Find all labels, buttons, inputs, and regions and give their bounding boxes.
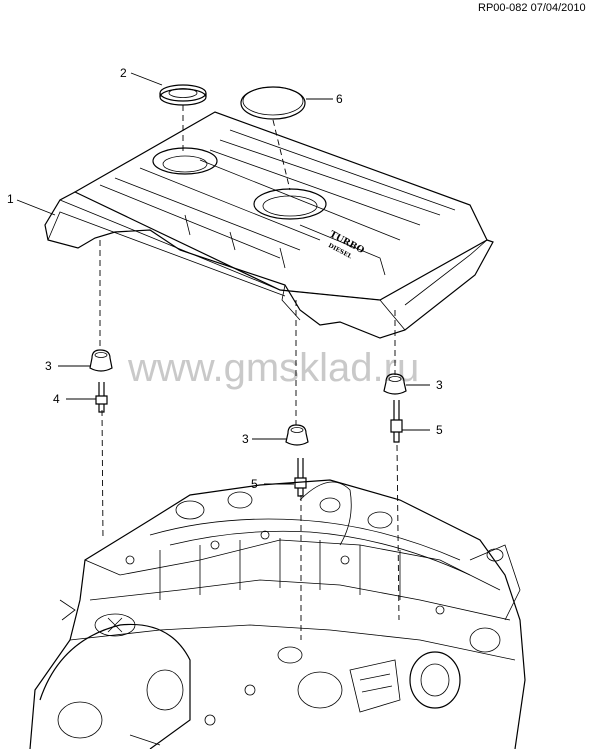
callout-2: 2 [120,66,127,80]
callout-6: 6 [336,92,343,106]
callout-3-right: 3 [436,378,443,392]
diagram-code: RP00-082 07/04/2010 [478,2,586,14]
part-3-grommet-right [383,373,407,395]
callout-1: 1 [7,192,14,206]
part-1-engine-cover: TURBO DIESEL [44,111,494,339]
part-6-cap [240,86,306,120]
callout-3-left: 3 [45,359,52,373]
part-5-bolt-right [390,400,403,443]
part-2-grommet [159,84,207,106]
watermark: www.gmsklad.ru [127,346,419,390]
part-5-bolt-center [294,458,307,497]
callout-4: 4 [53,392,60,406]
callout-3-center: 3 [242,432,249,446]
part-4-stud [95,382,108,413]
engine-assembly [29,479,526,749]
callout-5-center: 5 [251,477,258,491]
part-3-grommet-center [285,424,309,446]
callout-5-right: 5 [436,423,443,437]
part-3-grommet-left [89,349,113,372]
